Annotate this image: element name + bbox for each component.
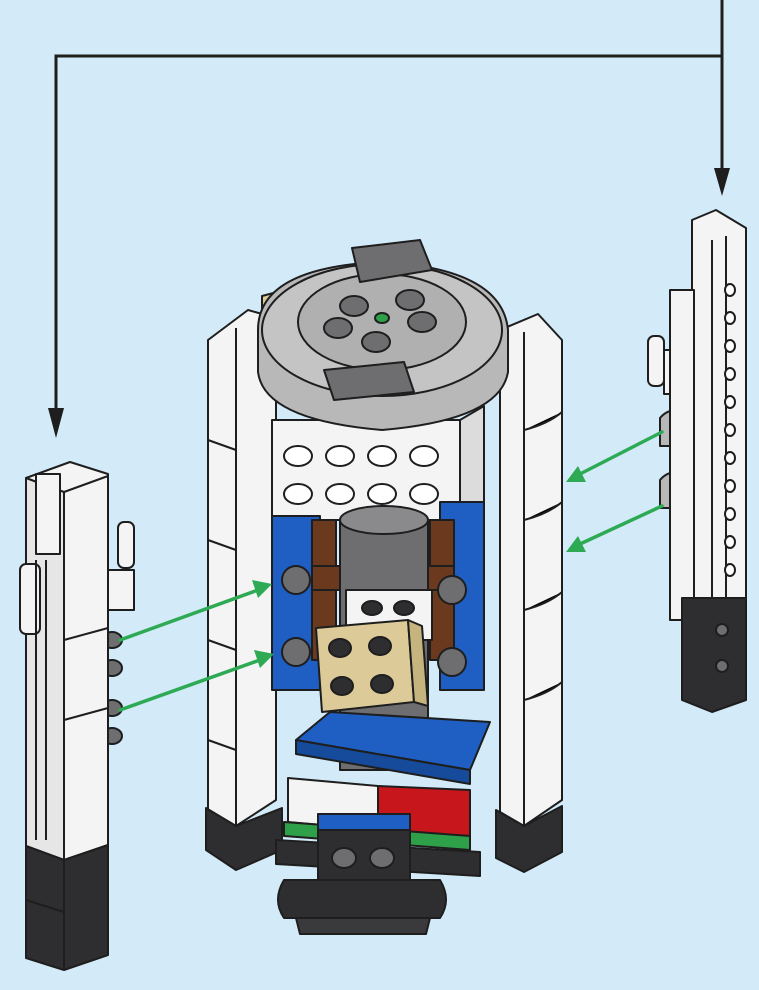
arrow-head-left xyxy=(48,408,64,438)
attach-right-arrow-upper xyxy=(566,432,662,482)
core-right-shell xyxy=(496,314,562,872)
blue-bottom-plate xyxy=(296,712,490,784)
arrow-head-right xyxy=(714,168,730,196)
attach-right-arrow-lower xyxy=(566,506,662,552)
left-side-panel xyxy=(20,462,134,970)
right-side-panel xyxy=(648,210,746,712)
tan-2x2-brick xyxy=(316,620,428,712)
round-turntable-top-icon xyxy=(258,240,508,430)
left-panel-base xyxy=(26,845,108,970)
right-panel-base xyxy=(682,598,746,712)
